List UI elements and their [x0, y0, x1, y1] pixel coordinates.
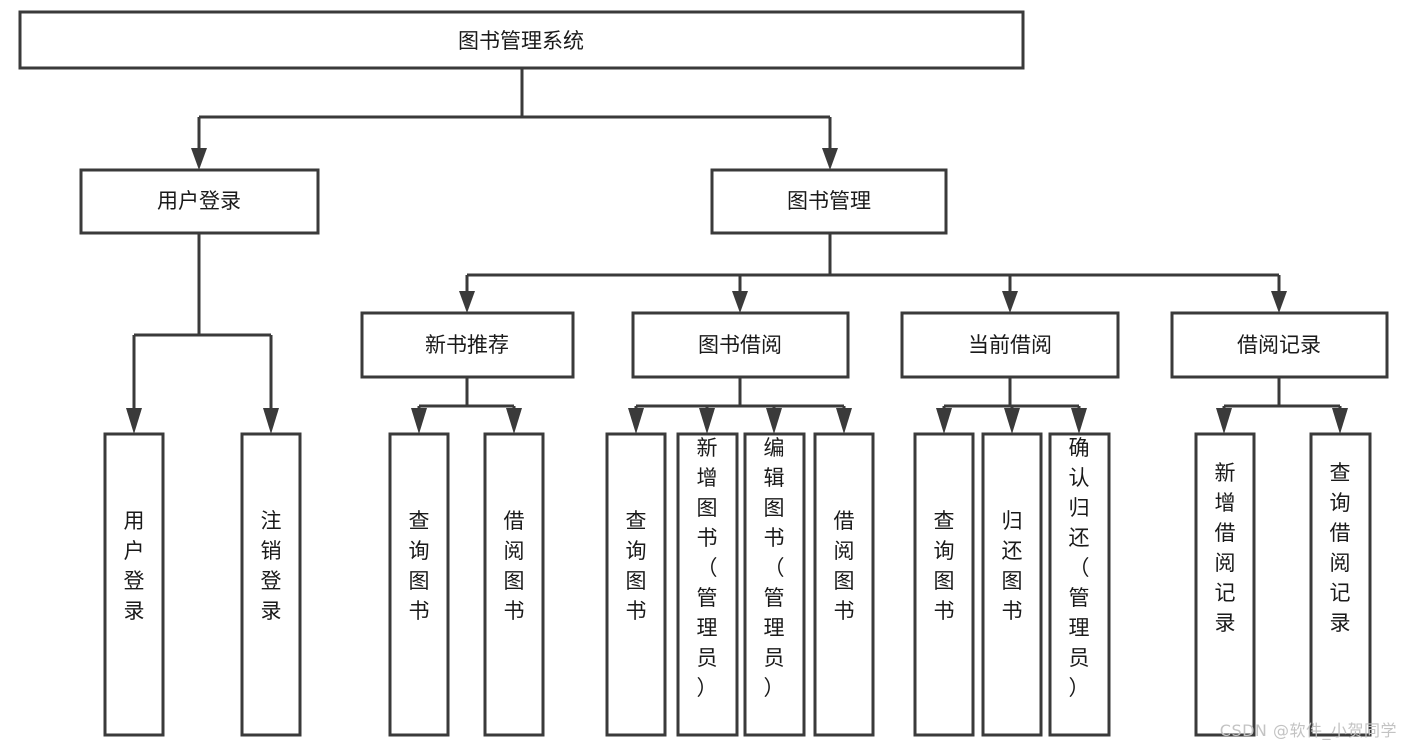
- node-leaf-return-book[interactable]: 归还图书: [981, 432, 1043, 737]
- node-leaf-query-book-1-label: 查询图书: [409, 509, 430, 623]
- node-leaf-add-record-label: 新增借阅记录: [1215, 461, 1236, 635]
- node-leaf-query-book-2-label: 查询图书: [626, 509, 647, 623]
- node-book-manage-label: 图书管理: [787, 189, 871, 213]
- node-leaf-borrow-book-2-label: 借阅图书: [834, 509, 855, 623]
- arrow-head-icon: [699, 408, 715, 434]
- arrow-head-icon: [836, 408, 852, 434]
- node-leaf-user-login-box[interactable]: [103, 432, 165, 737]
- arrow-head-icon: [1216, 408, 1232, 434]
- node-leaf-confirm-return-box[interactable]: [1048, 432, 1111, 737]
- arrow-head-icon: [1071, 408, 1087, 434]
- node-leaf-edit-book[interactable]: 编辑图书（管理员）: [743, 432, 806, 737]
- node-leaf-borrow-book-1-box[interactable]: [483, 432, 545, 737]
- node-leaf-query-record[interactable]: 查询借阅记录: [1309, 432, 1372, 737]
- arrow-head-icon: [126, 408, 142, 434]
- node-leaf-edit-book-label: 编辑图书（管理员）: [764, 436, 785, 700]
- arrow-head-icon: [1271, 291, 1287, 313]
- node-leaf-query-book-1[interactable]: 查询图书: [388, 432, 450, 737]
- node-leaf-borrow-book-1[interactable]: 借阅图书: [483, 432, 545, 737]
- node-borrow-record-label: 借阅记录: [1237, 333, 1321, 357]
- node-new-book-rec-box[interactable]: [360, 311, 575, 379]
- arrow-head-icon: [1002, 291, 1018, 313]
- node-root[interactable]: 图书管理系统: [18, 10, 1025, 70]
- node-leaf-return-book-label: 归还图书: [1002, 509, 1023, 623]
- node-book-manage-box[interactable]: [710, 168, 948, 235]
- node-leaf-logout[interactable]: 注销登录: [240, 432, 302, 737]
- arrow-head-icon: [732, 291, 748, 313]
- arrow-head-icon: [411, 408, 427, 434]
- node-current-borrow[interactable]: 当前借阅: [900, 311, 1120, 379]
- node-book-borrow-label: 图书借阅: [698, 333, 782, 357]
- arrow-head-icon: [628, 408, 644, 434]
- node-leaf-add-book-box[interactable]: [676, 432, 739, 737]
- node-new-book-rec[interactable]: 新书推荐: [360, 311, 575, 379]
- node-leaf-query-book-2-box[interactable]: [605, 432, 667, 737]
- arrow-head-icon: [1004, 408, 1020, 434]
- node-current-borrow-box[interactable]: [900, 311, 1120, 379]
- arrow-head-icon: [263, 408, 279, 434]
- arrow-head-icon: [506, 408, 522, 434]
- node-leaf-edit-book-box[interactable]: [743, 432, 806, 737]
- arrow-head-icon: [459, 291, 475, 313]
- node-user-login-box[interactable]: [79, 168, 320, 235]
- arrow-head-icon: [822, 148, 838, 170]
- node-leaf-logout-label: 注销登录: [261, 509, 282, 623]
- node-leaf-confirm-return-label: 确认归还（管理员）: [1069, 436, 1090, 700]
- node-borrow-record[interactable]: 借阅记录: [1170, 311, 1389, 379]
- node-leaf-return-book-box[interactable]: [981, 432, 1043, 737]
- node-root-label: 图书管理系统: [458, 29, 584, 53]
- node-leaf-user-login-label: 用户登录: [124, 509, 145, 623]
- node-current-borrow-label: 当前借阅: [968, 333, 1052, 357]
- node-leaf-query-record-label: 查询借阅记录: [1330, 461, 1351, 635]
- node-leaf-confirm-return[interactable]: 确认归还（管理员）: [1048, 432, 1111, 737]
- node-user-login[interactable]: 用户登录: [79, 168, 320, 235]
- node-leaf-borrow-book-1-label: 借阅图书: [504, 509, 525, 623]
- arrow-head-icon: [936, 408, 952, 434]
- node-leaf-add-book[interactable]: 新增图书（管理员）: [676, 432, 739, 737]
- node-leaf-logout-box[interactable]: [240, 432, 302, 737]
- watermark-text: CSDN @软件_小贺同学: [1219, 721, 1397, 740]
- arrow-head-icon: [766, 408, 782, 434]
- node-leaf-borrow-book-2-box[interactable]: [813, 432, 875, 737]
- arrow-head-icon: [191, 148, 207, 170]
- node-leaf-query-book-2[interactable]: 查询图书: [605, 432, 667, 737]
- node-leaf-borrow-book-2[interactable]: 借阅图书: [813, 432, 875, 737]
- connector-layer: [126, 68, 1348, 434]
- node-leaf-user-login[interactable]: 用户登录: [103, 432, 165, 737]
- node-root-box[interactable]: [18, 10, 1025, 70]
- node-leaf-query-book-3-box[interactable]: [913, 432, 975, 737]
- node-book-borrow-box[interactable]: [631, 311, 850, 379]
- node-book-manage[interactable]: 图书管理: [710, 168, 948, 235]
- node-leaf-query-book-3[interactable]: 查询图书: [913, 432, 975, 737]
- node-leaf-query-record-box[interactable]: [1309, 432, 1372, 737]
- node-user-login-label: 用户登录: [157, 189, 241, 213]
- node-leaf-add-record[interactable]: 新增借阅记录: [1194, 432, 1256, 737]
- node-leaf-query-book-3-label: 查询图书: [934, 509, 955, 623]
- node-leaf-add-book-label: 新增图书（管理员）: [697, 436, 718, 700]
- node-leaf-add-record-box[interactable]: [1194, 432, 1256, 737]
- node-borrow-record-box[interactable]: [1170, 311, 1389, 379]
- node-book-borrow[interactable]: 图书借阅: [631, 311, 850, 379]
- node-leaf-query-book-1-box[interactable]: [388, 432, 450, 737]
- arrow-head-icon: [1332, 408, 1348, 434]
- node-new-book-rec-label: 新书推荐: [425, 333, 509, 357]
